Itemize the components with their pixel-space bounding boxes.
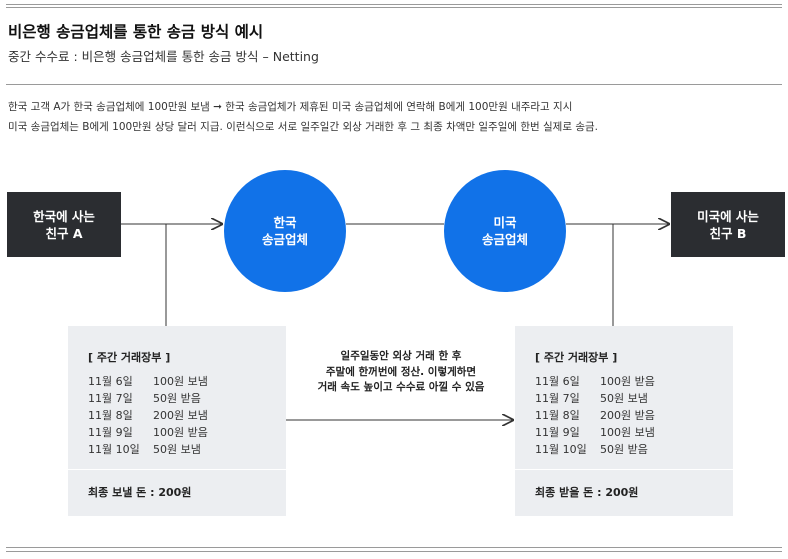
ledger-b-entry: 200원 받음 [600,409,655,422]
ledger-a-row: 11월 8일 200원 보냄 [88,407,208,424]
ledger-b-date: 11월 10일 [535,443,587,456]
page-subtitle: 중간 수수료 : 비은행 송금업체를 통한 송금 방식 – Netting [8,49,319,64]
us-remitter-line-2: 송금업체 [481,232,528,247]
ledger-a-row: 11월 6일 100원 보냄 [88,373,208,390]
friend-b-box: 미국에 사는 친구 B [671,192,785,257]
ledger-a-entry: 100원 받음 [153,426,208,439]
ledger-b-date: 11월 6일 [535,375,580,388]
settlement-note: 일주일동안 외상 거래 한 후 주말에 한꺼번에 정산. 이렇게하면 거래 속도… [290,349,512,396]
settlement-note-line-3: 거래 속도 높이고 수수료 아낄 수 있음 [317,381,485,393]
ledger-b-total: 최종 받을 돈 : 200원 [535,486,639,499]
ledger-a-entry: 100원 보냄 [153,375,208,388]
korea-remitter-line-1: 한국 [273,215,297,230]
ledger-a-row: 11월 10일 50원 보냄 [88,441,208,458]
ledger-b-entry: 100원 받음 [600,375,655,388]
page-title: 비은행 송금업체를 통한 송금 방식 예시 [8,23,264,41]
korea-remitter-line-2: 송금업체 [261,232,308,247]
ledger-a-date: 11월 6일 [88,375,133,388]
ledger-b-row: 11월 7일 50원 보냄 [535,390,655,407]
ledger-a-row: 11월 9일 100원 받음 [88,424,208,441]
ledger-a-entry: 50원 받음 [153,392,201,405]
ledger-a-date: 11월 8일 [88,409,133,422]
ledger-a-date: 11월 10일 [88,443,140,456]
ledger-b-date: 11월 9일 [535,426,580,439]
ledger-a-entry: 50원 보냄 [153,443,201,456]
friend-b-line-1: 미국에 사는 [697,208,759,224]
ledger-a: [ 주간 거래장부 ] 11월 6일 100원 보냄 11월 7일 50원 받음 1… [68,326,286,516]
korea-remitter-circle: 한국 송금업체 [224,170,346,292]
friend-a-box: 한국에 사는 친구 A [7,192,121,257]
description-line-2: 미국 송금업체는 B에게 100만원 상당 달러 지급. 이런식으로 서로 일주… [8,121,598,133]
top-rule [6,4,782,5]
ledger-b-row: 11월 8일 200원 받음 [535,407,655,424]
ledger-b-heading: [ 주간 거래장부 ] [535,351,618,364]
friend-b-line-2: 친구 B [709,225,747,241]
ledger-b-entry: 50원 보냄 [600,392,648,405]
ledger-a-date: 11월 9일 [88,426,133,439]
ledger-b-divider [515,469,733,470]
bottom-rule-inner [6,551,782,552]
ledger-b: [ 주간 거래장부 ] 11월 6일 100원 받음 11월 7일 50원 보냄 1… [515,326,733,516]
ledger-a-rows: 11월 6일 100원 보냄 11월 7일 50원 받음 11월 8일 200원 보냄… [88,373,208,458]
ledger-a-total: 최종 보낼 돈 : 200원 [88,486,192,499]
friend-a-line-2: 친구 A [45,225,83,241]
settlement-note-line-1: 일주일동안 외상 거래 한 후 [340,350,462,362]
ledger-a-heading: [ 주간 거래장부 ] [88,351,171,364]
us-remitter-circle: 미국 송금업체 [444,170,566,292]
ledger-b-row: 11월 9일 100원 보냄 [535,424,655,441]
top-rule-inner [6,7,782,8]
ledger-b-date: 11월 8일 [535,409,580,422]
ledger-a-entry: 200원 보냄 [153,409,208,422]
ledger-a-date: 11월 7일 [88,392,133,405]
ledger-b-row: 11월 6일 100원 받음 [535,373,655,390]
settlement-note-line-2: 주말에 한꺼번에 정산. 이렇게하면 [325,365,477,378]
us-remitter-line-1: 미국 [493,215,517,230]
section-divider [6,84,782,85]
ledger-a-divider [68,469,286,470]
ledger-b-date: 11월 7일 [535,392,580,405]
ledger-b-entry: 50원 받음 [600,443,648,456]
ledger-b-entry: 100원 보냄 [600,426,655,439]
friend-a-line-1: 한국에 사는 [33,208,95,224]
description-line-1: 한국 고객 A가 한국 송금업체에 100만원 보냄 ➞ 한국 송금업체가 제휴… [8,101,573,113]
ledger-a-row: 11월 7일 50원 받음 [88,390,208,407]
bottom-rule [6,547,782,548]
ledger-b-row: 11월 10일 50원 받음 [535,441,655,458]
ledger-b-rows: 11월 6일 100원 받음 11월 7일 50원 보냄 11월 8일 200원 받음… [535,373,655,458]
